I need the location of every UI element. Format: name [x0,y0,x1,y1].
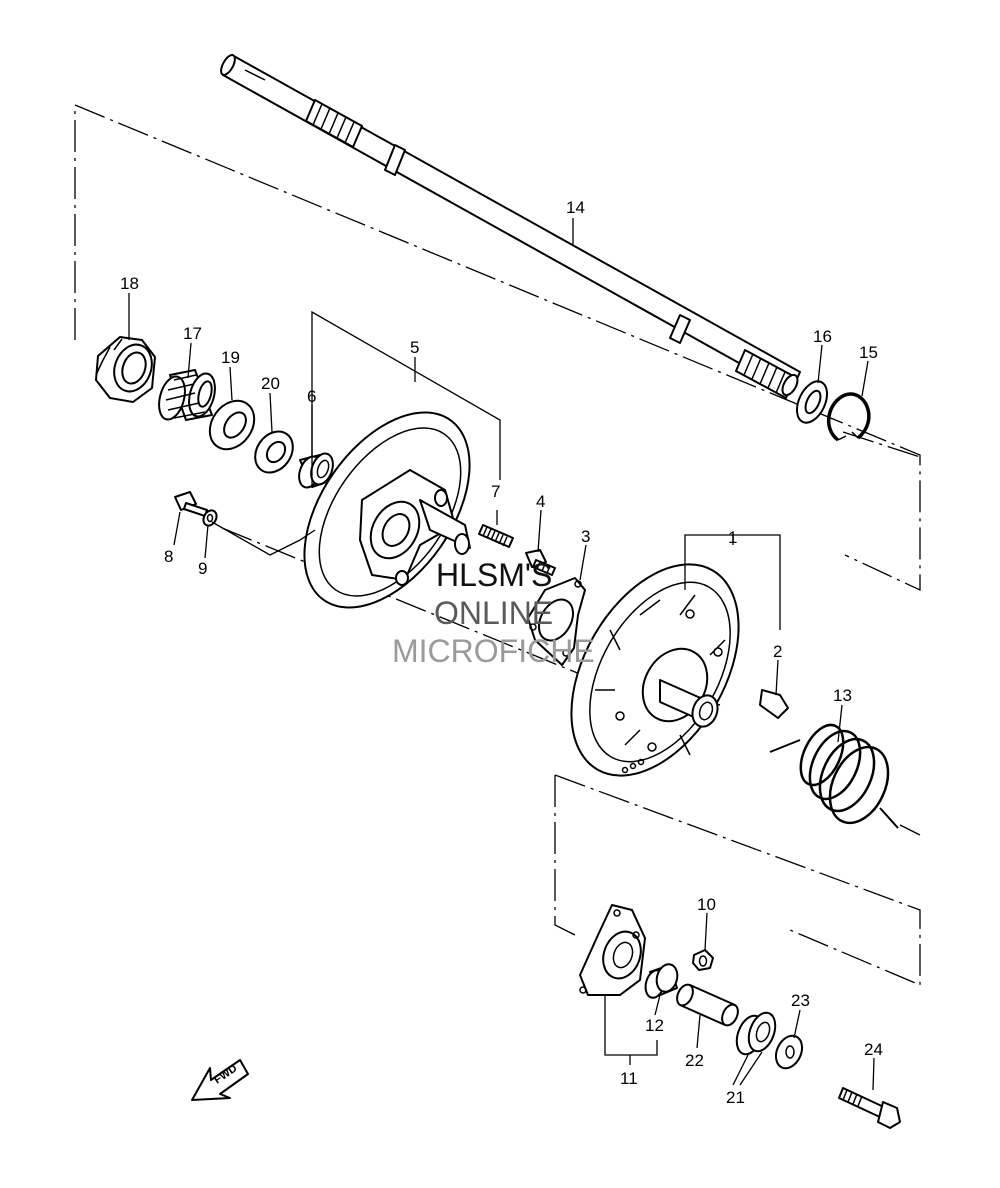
callouts: 14 18 17 19 20 6 5 16 15 7 4 3 1 2 13 8 … [120,198,883,1107]
callout-4: 4 [536,492,545,511]
callout-20: 20 [261,374,280,393]
button-part-2[interactable] [759,689,789,719]
cone-washers-part-21[interactable] [732,1009,780,1058]
callout-1: 1 [728,528,737,547]
callout-6: 6 [307,387,316,406]
callout-22: 22 [685,1051,704,1070]
watermark-line-1: HLSM'S [436,557,552,593]
callout-19: 19 [221,348,240,367]
callout-16: 16 [813,327,832,346]
fwd-arrow-icon: FWD [191,1059,249,1101]
sheave-part-5[interactable] [271,383,504,638]
gasket-part-3[interactable] [527,577,586,666]
callout-7: 7 [491,482,500,501]
stud-part-7[interactable] [478,524,514,548]
callout-10: 10 [697,895,716,914]
bearing-part-12[interactable] [643,962,681,1000]
callout-17: 17 [183,324,202,343]
callout-2: 2 [773,642,782,661]
assembly-guide-lines [74,104,921,986]
callout-12: 12 [645,1016,664,1035]
spring-part-13[interactable] [769,718,899,832]
watermark-line-3: MICROFICHE [392,633,595,669]
callout-11: 11 [620,1069,638,1088]
bolt-part-24[interactable] [838,1087,901,1129]
callout-21: 21 [726,1088,745,1107]
washer-part-16[interactable] [791,377,833,428]
bolt-part-8[interactable] [174,491,208,517]
callout-23: 23 [791,991,810,1010]
circlip-part-15[interactable] [826,392,871,442]
washer-part-20[interactable] [247,424,300,480]
sheave-part-1[interactable] [537,535,773,804]
callout-24: 24 [864,1040,883,1059]
callout-18: 18 [120,274,139,293]
callout-15: 15 [859,343,878,362]
shaft-part-14[interactable] [218,53,801,399]
callout-3: 3 [581,527,590,546]
watermark: HLSM'S ONLINE MICROFICHE [392,557,595,669]
washer-part-23[interactable] [771,1032,807,1073]
callout-8: 8 [164,547,173,566]
screw-part-4[interactable] [525,549,556,576]
castle-nut-part-18[interactable] [95,336,158,403]
bearing-housing-part-11[interactable] [579,904,647,996]
callout-5: 5 [410,338,419,357]
threaded-collar-part-17[interactable] [155,369,220,422]
callout-9: 9 [198,559,207,578]
nut-part-10[interactable] [692,949,714,971]
washer-part-19[interactable] [201,392,264,458]
leader-lines [128,218,875,1091]
callout-13: 13 [833,686,852,705]
callout-14: 14 [566,198,585,217]
sleeve-part-22[interactable] [674,982,741,1028]
washer-part-9[interactable] [201,508,219,528]
watermark-line-2: ONLINE [434,595,553,631]
